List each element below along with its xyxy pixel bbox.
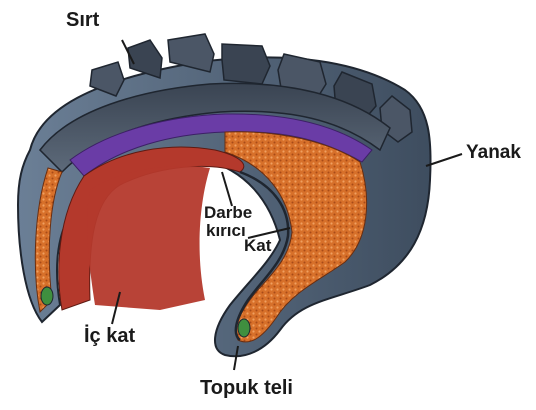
label-yanak: Yanak [466,143,521,162]
pointer-darbe [222,172,232,206]
bead-wire-left [41,287,53,305]
label-darbe-line1: Darbe [204,204,252,221]
label-kat: Kat [244,237,271,254]
label-ic-kat: İç kat [84,326,135,346]
bead-wire-right [238,319,250,337]
label-sirt: Sırt [66,10,99,30]
inner-liner-face [87,166,210,310]
label-darbe-line2: kırıcı [206,222,246,239]
label-topuk-teli: Topuk teli [200,378,293,398]
